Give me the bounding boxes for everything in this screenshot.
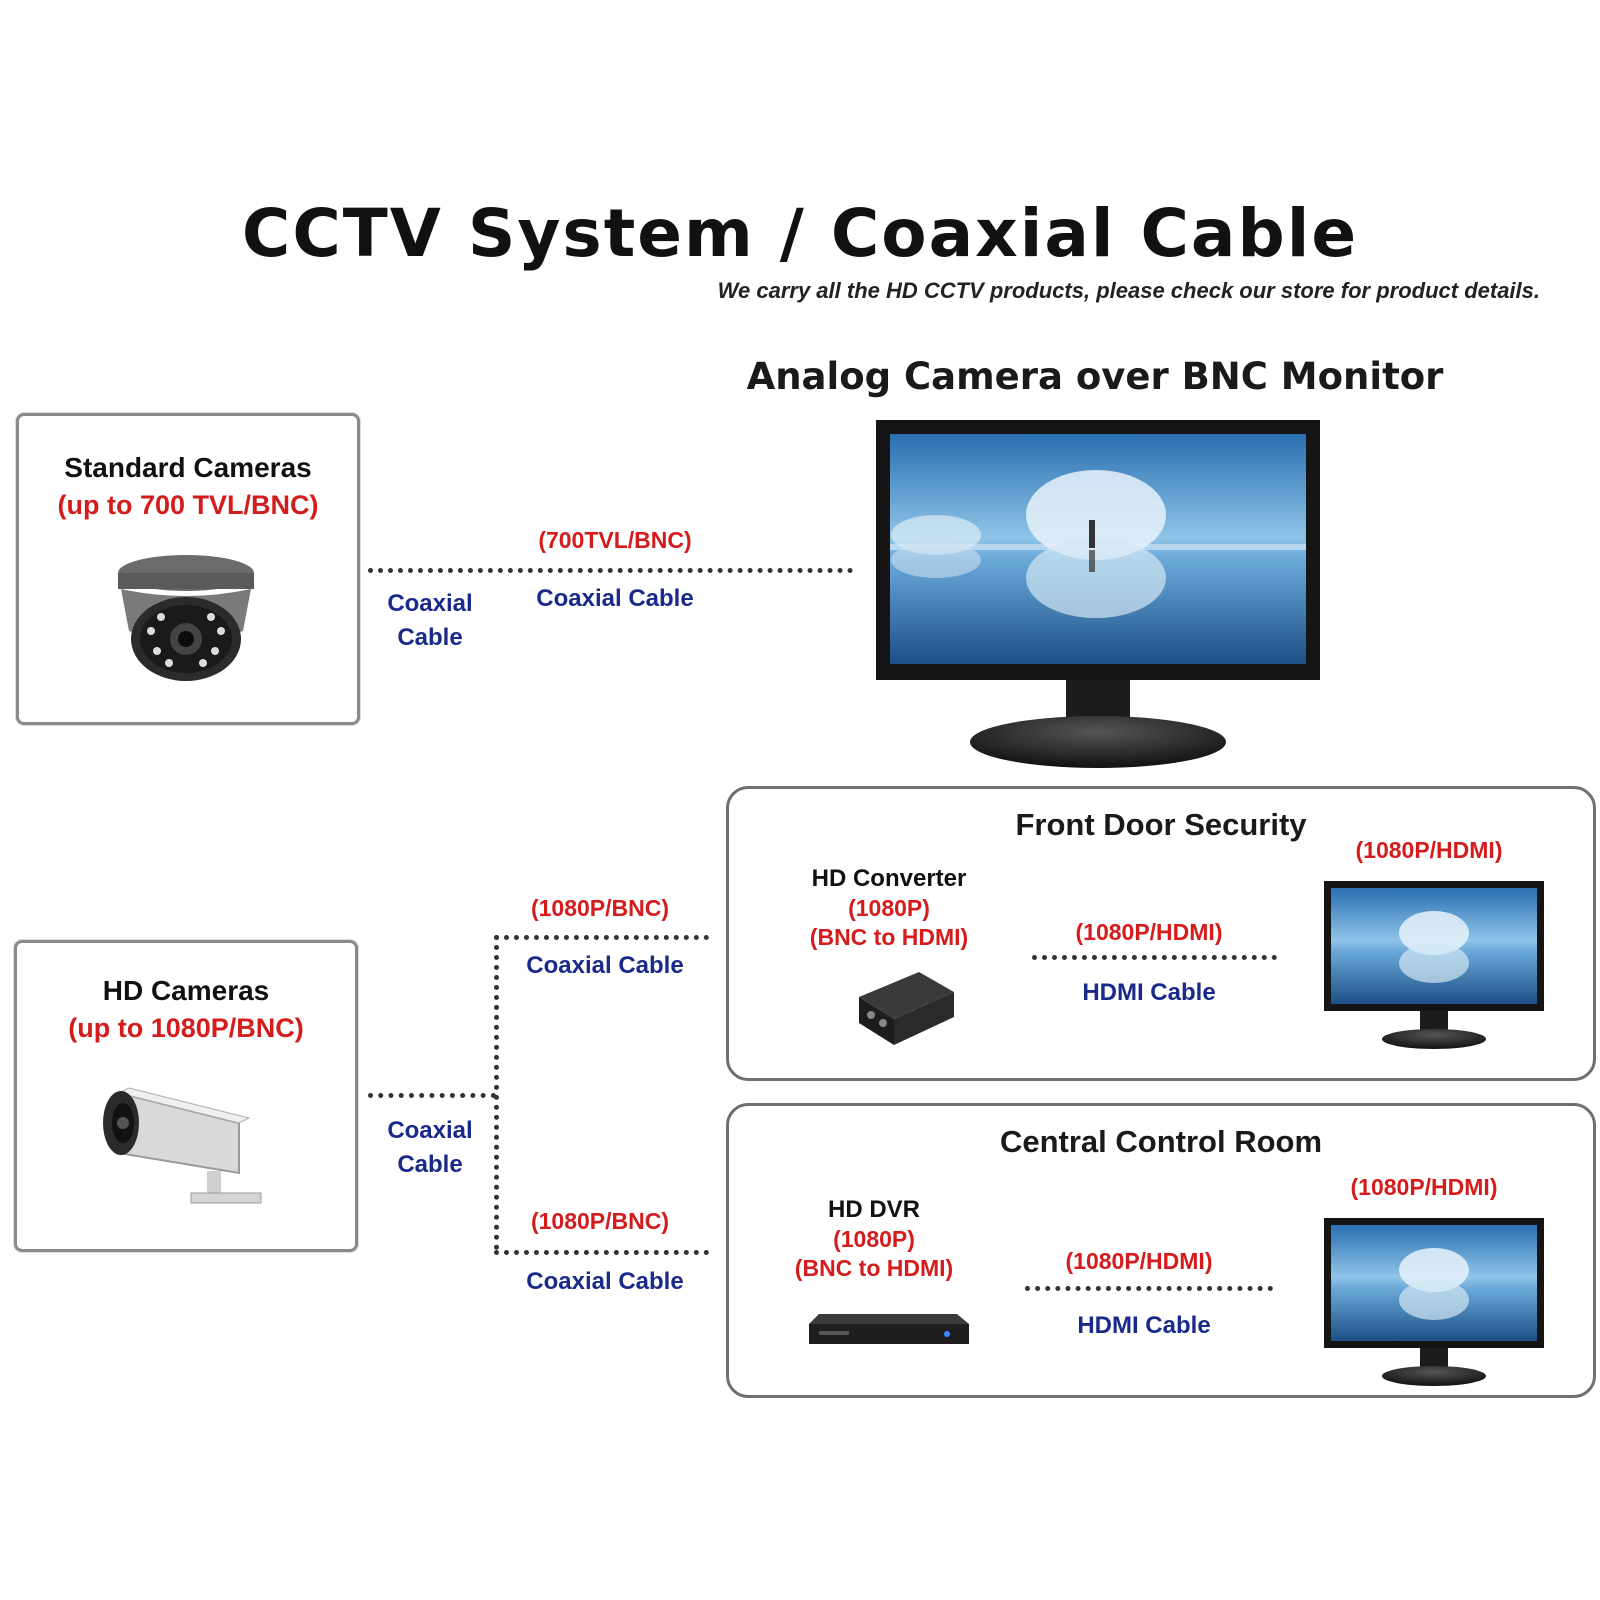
hd-camera-box: HD Cameras (up to 1080P/BNC) (14, 940, 358, 1252)
front-door-hdmi-line (1032, 955, 1277, 960)
hd-dvr-conv: (BNC to HDMI) (794, 1255, 954, 1281)
hd-dvr-res: (1080P) (833, 1226, 915, 1252)
hd-branch-bottom-spec: (1080P/BNC) (530, 1208, 670, 1234)
hd-branch-top-cable: Coaxial Cable (526, 952, 684, 979)
front-door-monitor-spec: (1080P/HDMI) (1355, 837, 1503, 863)
control-room-monitor-icon (1324, 1218, 1544, 1386)
hd-side-cable-label-1: Coaxial (387, 1117, 473, 1144)
hd-dvr-icon (809, 1314, 969, 1344)
hd-converter-conv: (BNC to HDMI) (809, 924, 969, 950)
control-room-hdmi-line (1025, 1286, 1273, 1291)
control-room-title: Central Control Room (999, 1124, 1323, 1159)
hd-branch-top-spec: (1080P/BNC) (530, 895, 670, 921)
front-door-panel: Front Door Security HD Converter (1080P)… (726, 786, 1596, 1081)
hd-coaxial-trunk (368, 1093, 496, 1098)
hd-converter-icon (859, 972, 954, 1045)
front-door-monitor-icon (1324, 881, 1544, 1049)
analog-coaxial-line (368, 568, 853, 573)
dome-camera-icon (118, 555, 254, 681)
front-door-title: Front Door Security (1015, 807, 1307, 842)
page-subtitle: We carry all the HD CCTV products, pleas… (717, 278, 1540, 303)
analog-monitor-icon (876, 420, 1320, 768)
analog-side-cable-label-1: Coaxial (387, 590, 473, 617)
analog-link-cable: Coaxial Cable (536, 585, 694, 612)
hd-converter-name: HD Converter (811, 865, 967, 892)
hd-coaxial-riser (494, 935, 499, 1250)
page-title: CCTV System / Coaxial Cable (241, 195, 1359, 272)
hd-camera-title: HD Cameras (102, 975, 270, 1006)
control-room-link-cable: HDMI Cable (1077, 1312, 1211, 1339)
control-room-monitor-spec: (1080P/HDMI) (1350, 1174, 1498, 1200)
hd-side-cable-label-2: Cable (397, 1151, 463, 1178)
control-room-link-spec: (1080P/HDMI) (1065, 1248, 1213, 1274)
analog-heading: Analog Camera over BNC Monitor (746, 355, 1444, 398)
control-room-panel: Central Control Room HD DVR (1080P) (BNC… (726, 1103, 1596, 1398)
standard-camera-box: Standard Cameras (up to 700 TVL/BNC) (16, 413, 360, 725)
analog-link-spec: (700TVL/BNC) (538, 527, 692, 553)
hd-branch-top-line (494, 935, 709, 940)
bullet-camera-icon (103, 1087, 262, 1204)
hd-dvr-name: HD DVR (827, 1196, 920, 1223)
front-door-link-spec: (1080P/HDMI) (1075, 919, 1223, 945)
standard-camera-spec: (up to 700 TVL/BNC) (57, 490, 319, 520)
front-door-link-cable: HDMI Cable (1082, 979, 1216, 1006)
analog-side-cable-label-2: Cable (397, 624, 463, 651)
hd-branch-bottom-cable: Coaxial Cable (526, 1268, 684, 1295)
hd-branch-bottom-line (494, 1250, 709, 1255)
standard-camera-title: Standard Cameras (64, 452, 312, 483)
hd-converter-res: (1080P) (848, 895, 930, 921)
hd-camera-spec: (up to 1080P/BNC) (68, 1013, 304, 1043)
